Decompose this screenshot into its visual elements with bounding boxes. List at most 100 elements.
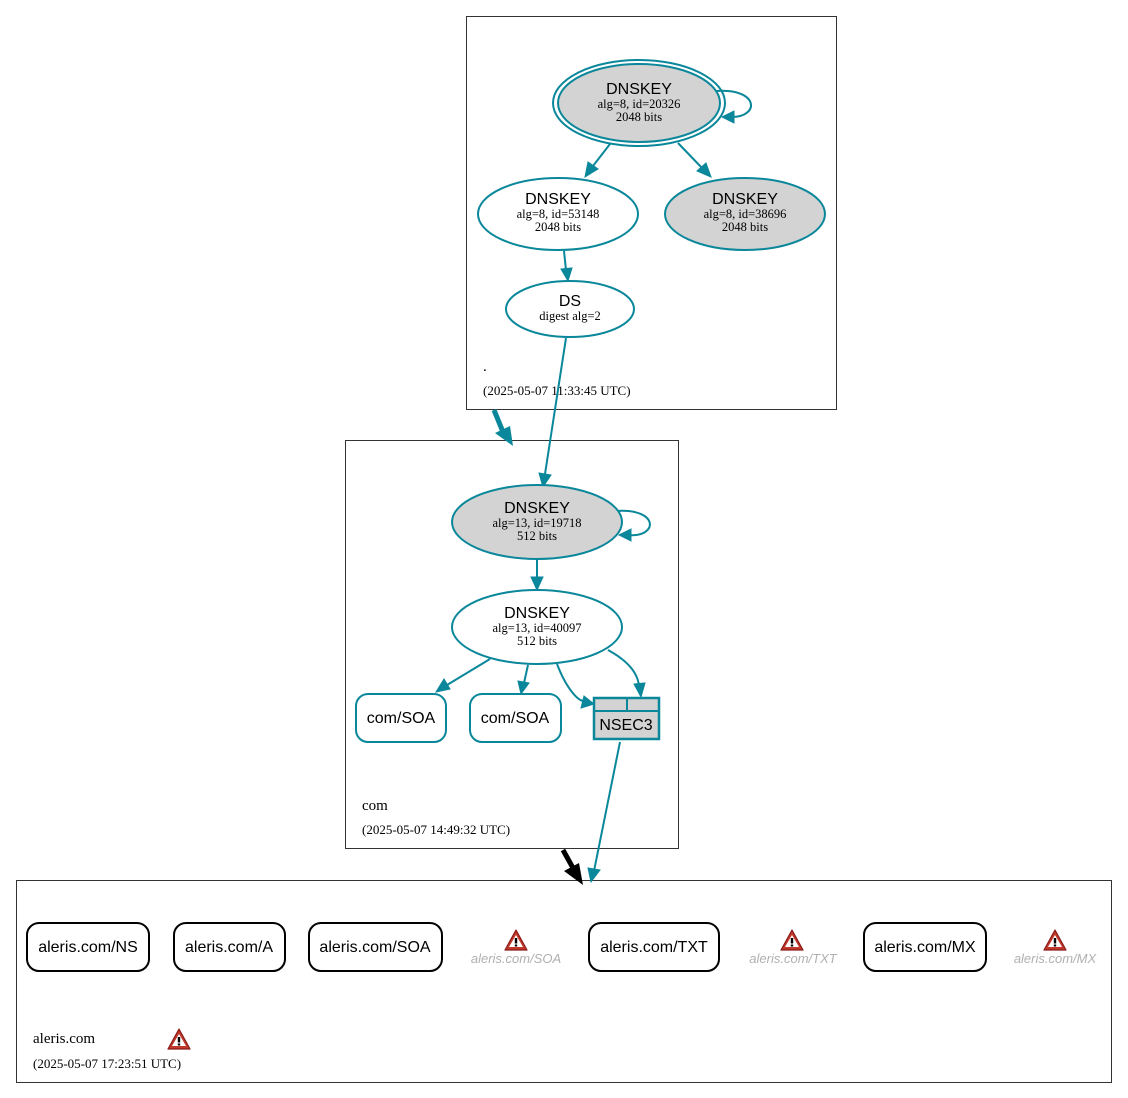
arrowhead [564, 863, 583, 885]
com-zsk-size: 512 bits [517, 634, 557, 648]
zone-aleris: aleris.com (2025-05-07 17:23:51 UTC) [16, 880, 1112, 1083]
root-ksk-outer-ring [552, 59, 726, 147]
aleris-txt-label: aleris.com/TXT [600, 939, 708, 956]
warning-triangle-icon [167, 1028, 191, 1050]
zone-root-box [466, 16, 837, 410]
edges [434, 89, 752, 885]
aleris-mx-label: aleris.com/MX [874, 939, 976, 956]
aleris-ns-label: aleris.com/NS [38, 939, 138, 956]
aleris-soa-box [308, 922, 443, 972]
edge-delegation-root-to-com [491, 409, 506, 433]
root-ds-ellipse [505, 280, 635, 338]
arrowhead [434, 678, 451, 693]
edge-root-zsk-to-ds [563, 250, 567, 271]
aleris-a-node[interactable]: aleris.com/A [173, 922, 286, 972]
root-ds-detail: digest alg=2 [539, 309, 601, 323]
warning-triangle-icon [780, 929, 804, 951]
warning-triangle-icon [1043, 929, 1067, 951]
edge-com-zsk-to-soa-1 [446, 658, 491, 686]
aleris-txt-box [588, 922, 720, 972]
edge-com-zsk-to-nsec3-1 [556, 663, 584, 702]
aleris-soa-label: aleris.com/SOA [319, 939, 430, 956]
edge-root-ksk-to-ksk2 [677, 142, 703, 169]
com-zsk-ellipse [451, 589, 623, 665]
aleris-soa-warning[interactable]: aleris.com/SOA [471, 929, 561, 966]
root-ds-title: DS [559, 293, 581, 310]
root-ksk-ellipse [557, 63, 721, 143]
aleris-ns-node[interactable]: aleris.com/NS [26, 922, 150, 972]
edge-root-ksk-self [715, 89, 752, 119]
arrowhead [538, 472, 552, 489]
edge-delegation-com-to-aleris [560, 848, 576, 870]
aleris-a-label: aleris.com/A [185, 939, 273, 956]
zone-com-timestamp: (2025-05-07 14:49:32 UTC) [362, 822, 510, 837]
arrowhead [580, 695, 596, 709]
com-zsk-node[interactable]: DNSKEY alg=13, id=40097 512 bits [451, 589, 623, 665]
warning-triangle-icon [504, 929, 528, 951]
aleris-soa-node[interactable]: aleris.com/SOA [308, 922, 443, 972]
zone-root-timestamp: (2025-05-07 11:33:45 UTC) [483, 383, 631, 398]
arrowhead [517, 680, 530, 696]
root-ksk-size: 2048 bits [616, 110, 662, 124]
com-soa-label-1: com/SOA [367, 710, 436, 727]
zone-com-name: com [362, 798, 388, 814]
com-soa-box-2 [469, 693, 562, 743]
zone-aleris-name: aleris.com [33, 1031, 95, 1047]
com-soa-node-1[interactable]: com/SOA [355, 693, 447, 743]
zone-aleris-box [16, 880, 1112, 1083]
root-ds-node[interactable]: DS digest alg=2 [505, 280, 635, 338]
com-zsk-detail: alg=13, id=40097 [492, 621, 581, 635]
aleris-soa-warning-label: aleris.com/SOA [471, 951, 561, 966]
zone-aleris-timestamp: (2025-05-07 17:23:51 UTC) [33, 1056, 181, 1071]
aleris-ns-box [26, 922, 150, 972]
com-ksk-size: 512 bits [517, 529, 557, 543]
root-zsk-size: 2048 bits [535, 220, 581, 234]
root-ksk2-detail: alg=8, id=38696 [704, 207, 787, 221]
com-ksk-ellipse [451, 484, 623, 560]
arrowhead [696, 162, 712, 178]
root-zsk-ellipse [477, 177, 639, 251]
aleris-txt-warning[interactable]: aleris.com/TXT [749, 929, 838, 966]
aleris-a-box [173, 922, 286, 972]
aleris-mx-warning-label: aleris.com/MX [1014, 951, 1098, 966]
root-ksk-title: DNSKEY [606, 81, 672, 98]
root-ksk-detail: alg=8, id=20326 [598, 97, 681, 111]
arrowhead [495, 426, 513, 446]
edge-com-ksk-self [615, 509, 651, 537]
com-soa-box-1 [355, 693, 447, 743]
aleris-mx-warning[interactable]: aleris.com/MX [1014, 929, 1098, 966]
root-ksk2-ellipse [664, 177, 826, 251]
aleris-txt-node[interactable]: aleris.com/TXT [588, 922, 720, 972]
edge-root-ksk-to-zsk [592, 143, 611, 167]
arrowhead [633, 682, 646, 699]
com-soa-label-2: com/SOA [481, 710, 550, 727]
com-soa-node-2[interactable]: com/SOA [469, 693, 562, 743]
aleris-mx-node[interactable]: aleris.com/MX [863, 922, 987, 972]
arrowhead [584, 161, 599, 179]
arrowhead [617, 528, 632, 542]
arrowhead [720, 110, 735, 124]
zone-root: . (2025-05-07 11:33:45 UTC) [466, 16, 837, 410]
root-zsk-node[interactable]: DNSKEY alg=8, id=53148 2048 bits [477, 177, 639, 251]
edge-nsec3-to-aleris [593, 741, 621, 872]
com-nsec3-node[interactable]: NSEC3 [592, 696, 661, 741]
com-ksk-detail: alg=13, id=19718 [492, 516, 581, 530]
com-ksk-title: DNSKEY [504, 500, 570, 517]
com-zsk-title: DNSKEY [504, 605, 570, 622]
root-ksk2-size: 2048 bits [722, 220, 768, 234]
root-ksk2-node[interactable]: DNSKEY alg=8, id=38696 2048 bits [664, 177, 826, 251]
aleris-txt-warning-label: aleris.com/TXT [749, 951, 837, 966]
root-ksk-node[interactable]: DNSKEY alg=8, id=20326 2048 bits [552, 59, 726, 147]
root-zsk-title: DNSKEY [525, 191, 591, 208]
aleris-mx-box [863, 922, 987, 972]
arrowhead [587, 867, 601, 884]
arrowhead [560, 267, 573, 283]
root-ksk2-title: DNSKEY [712, 191, 778, 208]
arrowhead [530, 576, 544, 592]
edge-ds-to-com-ksk [544, 337, 567, 475]
zone-root-name: . [483, 359, 487, 375]
com-ksk-node[interactable]: DNSKEY alg=13, id=19718 512 bits [451, 484, 623, 560]
root-zsk-detail: alg=8, id=53148 [517, 207, 600, 221]
edge-com-zsk-to-soa-2 [523, 664, 529, 684]
